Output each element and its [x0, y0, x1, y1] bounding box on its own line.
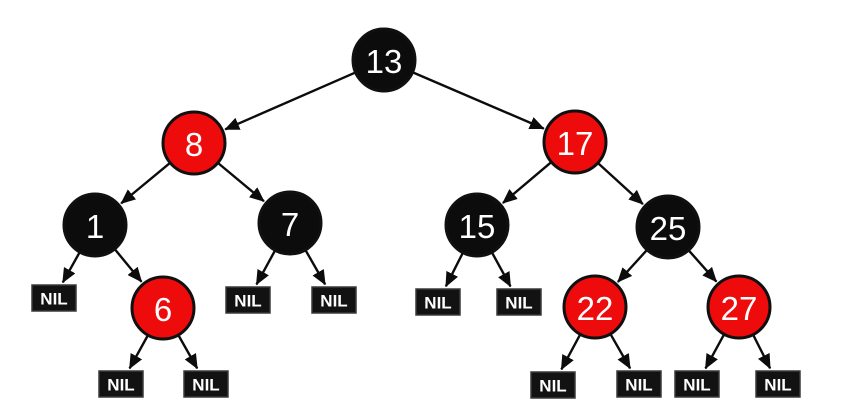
tree-node-7: 7 — [257, 190, 323, 256]
nil-label: NIL — [40, 290, 67, 309]
tree-edge-n1-nilA — [61, 252, 81, 284]
tree-edge-n8-n7 — [217, 162, 265, 203]
node-value-label: 13 — [366, 43, 403, 80]
nil-leaf: NIL — [755, 370, 801, 398]
nil-box — [496, 288, 542, 316]
nil-box — [674, 370, 720, 398]
nil-leaf: NIL — [183, 370, 229, 398]
node-circle-red — [542, 109, 608, 175]
nil-leaf: NIL — [225, 286, 271, 314]
tree-node-15: 15 — [444, 192, 510, 258]
nil-box — [530, 371, 576, 399]
node-circle-black — [257, 190, 323, 256]
node-circle-red — [161, 110, 227, 176]
tree-edge-n6-nilC — [177, 335, 199, 370]
node-value-label: 17 — [557, 125, 594, 162]
tree-edge-n8-n1 — [120, 162, 171, 205]
nil-label: NIL — [424, 294, 451, 313]
tree-edge-n1-n6 — [114, 249, 143, 283]
node-circle-red — [562, 274, 628, 340]
tree-edge-n17-n25 — [597, 162, 644, 205]
tree-node-13: 13 — [351, 27, 417, 93]
tree-edge-n7-nilD — [255, 250, 276, 286]
nil-box — [225, 286, 271, 314]
nil-label: NIL — [234, 292, 261, 311]
tree-edge-n15-nilF — [444, 252, 464, 288]
nil-label: NIL — [683, 376, 710, 395]
nil-label: NIL — [625, 376, 652, 395]
nil-box — [31, 284, 77, 312]
nil-label: NIL — [539, 377, 566, 396]
tree-node-22: 22 — [562, 274, 628, 340]
tree-node-8: 8 — [161, 110, 227, 176]
nil-leaf: NIL — [31, 284, 77, 312]
node-value-label: 6 — [154, 291, 172, 328]
tree-edge-n22-nilH — [560, 334, 581, 371]
tree-node-27: 27 — [706, 274, 772, 340]
tree-node-17: 17 — [542, 109, 608, 175]
node-circle-black — [635, 194, 701, 260]
node-circle-black — [62, 192, 128, 258]
tree-edge-n15-nilG — [491, 252, 512, 288]
tree-edge-n6-nilB — [128, 335, 149, 370]
nil-label: NIL — [764, 376, 791, 395]
tree-edge-n7-nilE — [304, 250, 327, 286]
nil-box — [755, 370, 801, 398]
tree-edge-n27-nilJ — [704, 334, 725, 370]
nil-leaf: NIL — [496, 288, 542, 316]
tree-node-1: 1 — [62, 192, 128, 258]
nil-box — [311, 286, 357, 314]
node-value-label: 7 — [281, 206, 299, 243]
node-circle-black — [351, 27, 417, 93]
tree-edge-n25-n27 — [688, 250, 718, 283]
node-value-label: 8 — [185, 126, 203, 163]
nil-label: NIL — [505, 294, 532, 313]
tree-edge-n13-n17 — [412, 71, 545, 130]
node-value-label: 22 — [577, 290, 614, 327]
node-circle-black — [444, 192, 510, 258]
tree-edge-n22-nilI — [609, 334, 632, 370]
tree-edge-n13-n8 — [224, 71, 356, 131]
nil-leaf: NIL — [674, 370, 720, 398]
nil-box — [616, 370, 662, 398]
nil-label: NIL — [192, 376, 219, 395]
node-value-label: 1 — [86, 208, 104, 245]
nil-leaf: NIL — [415, 288, 461, 316]
nil-leaf: NIL — [98, 370, 144, 398]
tree-edge-n25-n22 — [617, 249, 648, 283]
nil-box — [98, 370, 144, 398]
node-value-label: 25 — [650, 210, 687, 247]
tree-node-6: 6 — [130, 275, 196, 341]
nil-box — [415, 288, 461, 316]
nil-leaf: NIL — [530, 371, 576, 399]
nil-leaf: NIL — [616, 370, 662, 398]
tree-node-25: 25 — [635, 194, 701, 260]
node-value-label: 27 — [721, 290, 758, 327]
node-value-label: 15 — [459, 208, 496, 245]
nil-box — [183, 370, 229, 398]
tree-edge-n27-nilK — [752, 334, 772, 370]
tree-edge-n17-n15 — [502, 161, 552, 204]
nil-leaf: NIL — [311, 286, 357, 314]
node-circle-red — [706, 274, 772, 340]
node-circle-red — [130, 275, 196, 341]
nil-label: NIL — [320, 292, 347, 311]
nil-label: NIL — [107, 376, 134, 395]
